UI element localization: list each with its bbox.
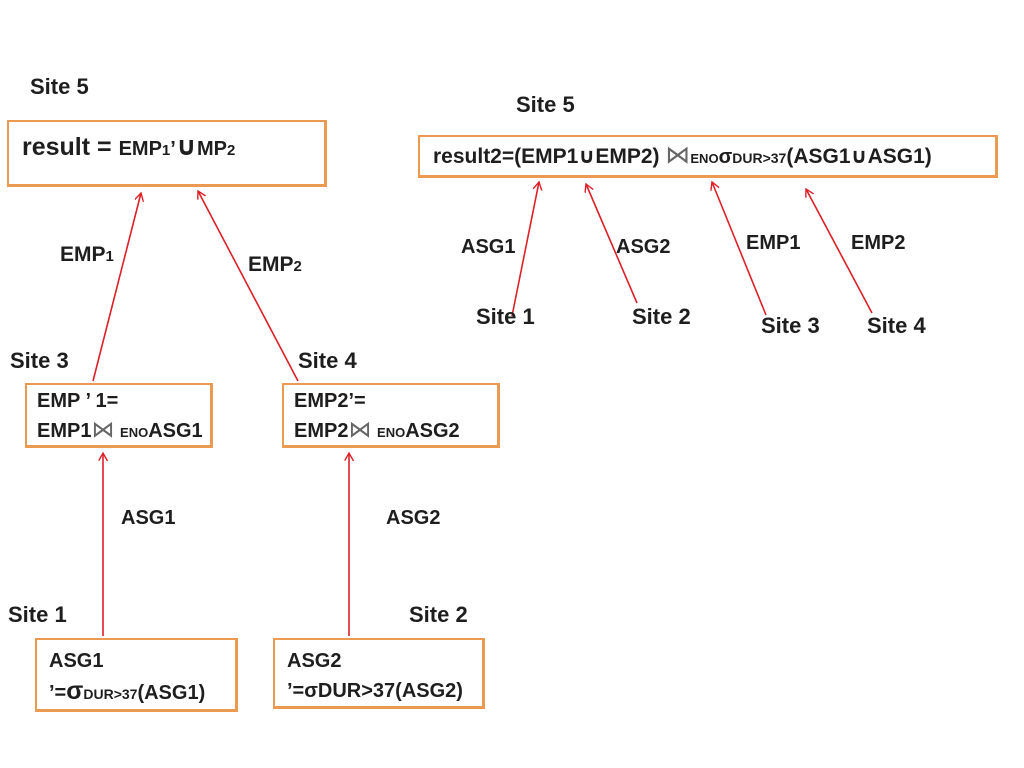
site3-asg1: ASG1 bbox=[148, 420, 203, 442]
site2-line2: ’=σDUR>37(ASG2) bbox=[287, 680, 463, 702]
left-site4-label: Site 4 bbox=[298, 348, 357, 373]
arrow-site2-to-result2 bbox=[586, 184, 638, 304]
right-site5-label: Site 5 bbox=[516, 92, 575, 117]
site4-join-subscript: ENO bbox=[377, 425, 406, 440]
emp2-edge-base: EMP bbox=[248, 253, 294, 276]
right-emp1-edge-label: EMP1 bbox=[746, 232, 801, 254]
result2-left-part: result2=(EMP1∪EMP2) bbox=[433, 145, 660, 168]
right-asg2-edge-label: ASG2 bbox=[616, 236, 671, 258]
result-mp-subscript: 2 bbox=[226, 142, 236, 159]
right-site1-label: Site 1 bbox=[476, 304, 535, 329]
site2-operation-box: ASG2 ’=σDUR>37(ASG2) bbox=[273, 638, 485, 709]
site1-prime-equals: ’= bbox=[49, 682, 67, 704]
site3-operation-box: EMP ’ 1= EMP1⋈ ENOASG1 bbox=[25, 383, 213, 448]
union-operator: ∪ bbox=[175, 131, 197, 161]
site4-emp2: EMP2 bbox=[294, 420, 349, 442]
join-operator-icon: ⋈ bbox=[348, 416, 372, 442]
result2-right-part: (ASG1∪ASG1) bbox=[786, 145, 932, 168]
site1-sigma-subscript: DUR>37 bbox=[83, 686, 138, 702]
left-emp2-edge-label: EMP2 bbox=[248, 253, 302, 277]
right-emp2-edge-label: EMP2 bbox=[851, 232, 906, 254]
result2-join-subscript: ENO bbox=[690, 151, 719, 166]
site3-join-subscript: ENO bbox=[120, 425, 149, 440]
sigma-operator: σ bbox=[718, 146, 733, 168]
result-prefix: result = bbox=[22, 133, 119, 161]
site4-line2: EMP2⋈ ENOASG2 bbox=[294, 415, 497, 447]
site4-asg2: ASG2 bbox=[405, 420, 460, 442]
emp2-edge-subscript: 2 bbox=[293, 258, 302, 275]
right-asg1-edge-label: ASG1 bbox=[461, 236, 516, 258]
left-result-box: result = EMP1’∪MP2 bbox=[7, 120, 327, 187]
site1-line1: ASG1 bbox=[49, 650, 104, 672]
result2-sigma-subscript: DUR>37 bbox=[732, 150, 787, 166]
arrow-emp2-to-result bbox=[198, 191, 299, 382]
right-site2-label: Site 2 bbox=[632, 304, 691, 329]
left-site5-label: Site 5 bbox=[30, 74, 89, 99]
arrow-site3-to-result2 bbox=[712, 182, 767, 316]
right-site4-label: Site 4 bbox=[867, 313, 926, 338]
result-prime: ’ bbox=[170, 138, 176, 160]
site2-line1: ASG2 bbox=[287, 650, 342, 672]
left-asg2-edge-label: ASG2 bbox=[386, 507, 441, 529]
result-emp: EMP bbox=[118, 138, 162, 160]
left-emp1-edge-label: EMP1 bbox=[60, 243, 114, 267]
arrow-emp1-to-result bbox=[92, 193, 141, 382]
left-asg1-edge-label: ASG1 bbox=[121, 507, 176, 529]
site1-operand: (ASG1) bbox=[137, 682, 206, 704]
left-site3-label: Site 3 bbox=[10, 348, 69, 373]
site3-emp1: EMP1 bbox=[37, 420, 92, 442]
left-site1-label: Site 1 bbox=[8, 602, 67, 627]
site3-line1: EMP ’ 1= bbox=[37, 390, 119, 412]
emp1-edge-base: EMP bbox=[60, 243, 106, 266]
left-site2-label: Site 2 bbox=[409, 602, 468, 627]
arrow-site1-to-result2 bbox=[511, 182, 539, 317]
right-result-box: result2=(EMP1∪EMP2) ⋈ENOσDUR>37(ASG1∪ASG… bbox=[418, 135, 998, 178]
site1-operation-box: ASG1 ’=σDUR>37(ASG1) bbox=[35, 638, 238, 712]
site3-line2: EMP1⋈ ENOASG1 bbox=[37, 415, 210, 447]
result-emp-subscript: 1 bbox=[161, 142, 171, 159]
emp1-edge-subscript: 1 bbox=[105, 248, 114, 265]
join-operator-icon: ⋈ bbox=[665, 141, 691, 169]
site4-operation-box: EMP2’= EMP2⋈ ENOASG2 bbox=[282, 383, 500, 448]
right-site3-label: Site 3 bbox=[761, 313, 820, 338]
site1-line2: ’=σDUR>37(ASG1) bbox=[49, 676, 235, 709]
arrow-site4-to-result2 bbox=[806, 189, 873, 314]
join-operator-icon: ⋈ bbox=[91, 416, 115, 442]
result-mp: MP bbox=[196, 138, 227, 160]
sigma-operator: σ bbox=[66, 677, 84, 705]
site4-line1: EMP2’= bbox=[294, 390, 366, 412]
